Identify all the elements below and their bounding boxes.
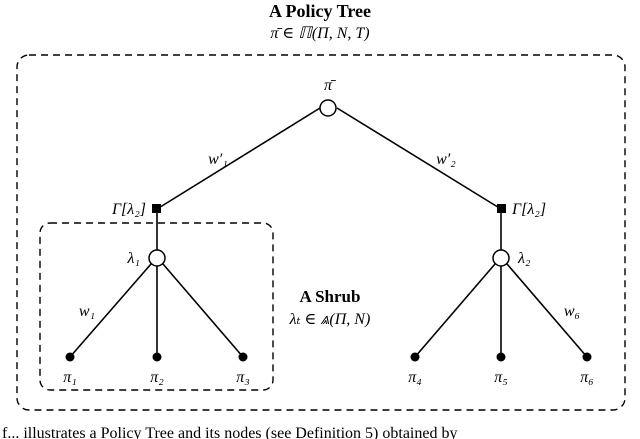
edge-lambda1-pi3 bbox=[162, 263, 244, 358]
shrub-node-label-right: λ₂ bbox=[517, 250, 531, 267]
shrub-node-right bbox=[492, 249, 510, 267]
gamma-label-left: Γ[λ₂] bbox=[111, 201, 146, 218]
edge-root-left bbox=[156, 107, 321, 210]
leaf-node-2 bbox=[152, 352, 162, 362]
leaf-label-3: π₃ bbox=[236, 369, 250, 386]
shrub-node-label-left: λ₁ bbox=[127, 250, 141, 267]
edge-weight-left: w′₁ bbox=[208, 151, 228, 168]
edge-lambda2-pi4 bbox=[414, 263, 496, 358]
edge-root-right bbox=[336, 107, 502, 210]
gamma-node-left bbox=[152, 204, 161, 213]
leaf-node-4 bbox=[410, 352, 420, 362]
shrub-box bbox=[39, 222, 274, 391]
leaf-weight-right: w₆ bbox=[564, 303, 580, 320]
figure-caption: f... illustrates a Policy Tree and its n… bbox=[2, 425, 457, 439]
leaf-label-2: π₂ bbox=[150, 369, 164, 386]
leaf-node-6 bbox=[582, 352, 592, 362]
leaf-label-5: π₅ bbox=[494, 369, 508, 386]
edge-lambda1-pi1 bbox=[69, 263, 152, 358]
leaf-node-3 bbox=[238, 352, 248, 362]
leaf-label-4: π₄ bbox=[408, 369, 422, 386]
edge-lambda2-pi6 bbox=[506, 263, 588, 358]
gamma-label-right: Γ[λ₂] bbox=[511, 201, 546, 218]
shrub-title: A Shrub bbox=[300, 287, 361, 306]
leaf-label-6: π₆ bbox=[580, 369, 594, 386]
gamma-node-right bbox=[497, 204, 506, 213]
root-label: π̄ bbox=[324, 77, 336, 94]
leaf-node-5 bbox=[496, 352, 506, 362]
shrub-formula: λₜ ∈ ⩓(Π, N) bbox=[289, 311, 371, 328]
shrub-node-left bbox=[148, 249, 166, 267]
leaf-weight-left: w₁ bbox=[79, 303, 95, 320]
title-formula: π̄ ∈ ℿ(Π, N, T) bbox=[270, 25, 369, 42]
leaf-node-1 bbox=[65, 352, 75, 362]
leaf-label-1: π₁ bbox=[63, 369, 77, 386]
edge-weight-right: w′₂ bbox=[436, 151, 456, 168]
root-node bbox=[319, 99, 337, 117]
diagram-title: A Policy Tree bbox=[269, 1, 371, 21]
policy-tree-box bbox=[16, 54, 626, 411]
